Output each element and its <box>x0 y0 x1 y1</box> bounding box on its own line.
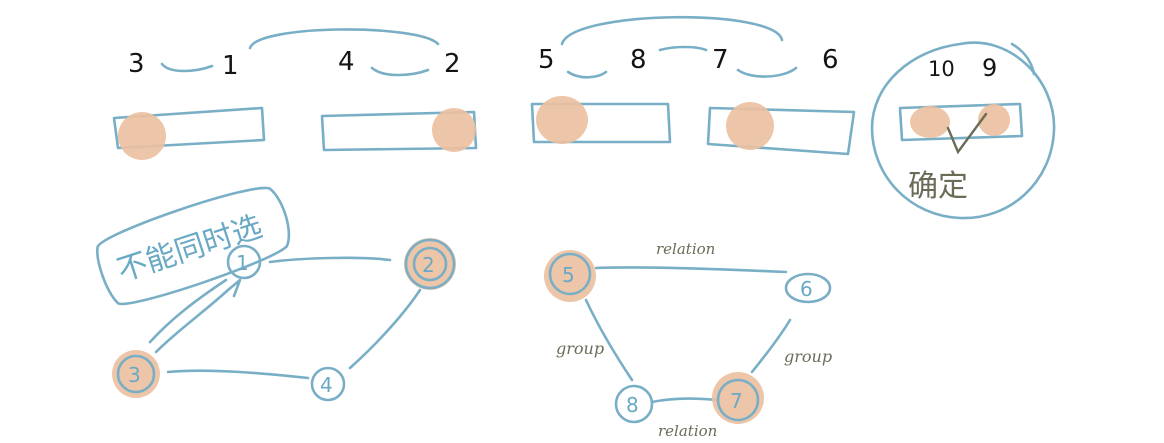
node-label-5: 5 <box>562 263 575 287</box>
node-5 <box>548 252 592 296</box>
pair-box-10-9 <box>898 102 1024 142</box>
node-label-1: 1 <box>236 251 249 275</box>
highlight-left-box1 <box>118 112 166 160</box>
arrow-head-icon <box>226 278 242 298</box>
highlight-node-2 <box>404 238 456 290</box>
node-7 <box>716 378 760 422</box>
seq-number-4: 4 <box>338 47 355 77</box>
pair-box-7-6 <box>706 106 856 156</box>
seq-number-5: 5 <box>538 45 555 75</box>
node-label-2: 2 <box>422 253 435 277</box>
seq-number-8: 8 <box>630 45 647 75</box>
check-mark-icon <box>946 112 988 155</box>
link-3-1 <box>160 62 214 73</box>
highlight-left-box3 <box>536 96 588 144</box>
confirm-circle <box>870 41 1056 220</box>
node-label-3: 3 <box>128 363 141 387</box>
edge-label-5-8: group <box>556 339 604 358</box>
edge-8-7 <box>650 397 718 404</box>
link-8-7 <box>658 45 708 52</box>
pair-box-4-2 <box>320 110 478 152</box>
edge-5-8 <box>584 298 634 382</box>
seq-number-10: 10 <box>928 57 955 81</box>
link-7-6 <box>736 66 798 78</box>
edge-2-4 <box>348 288 422 370</box>
edge-3-4 <box>166 369 310 380</box>
node-6 <box>784 272 832 304</box>
node-1 <box>226 244 262 280</box>
link-4-2 <box>370 66 430 77</box>
seq-number-3: 3 <box>128 49 145 79</box>
note-box <box>96 186 291 306</box>
node-label-8: 8 <box>626 393 639 417</box>
node-label-6: 6 <box>800 277 813 301</box>
node-4 <box>310 366 346 402</box>
arc-5-6 <box>560 15 784 46</box>
node-label-7: 7 <box>730 389 743 413</box>
highlight-left-box4 <box>726 102 774 150</box>
edge-6-7 <box>750 318 792 374</box>
edge-1-2 <box>268 256 392 264</box>
seq-number-2: 2 <box>444 49 461 79</box>
edge-3-1-a <box>154 288 230 354</box>
edge-label-8-7: relation <box>658 422 717 440</box>
pair-box-5-8 <box>530 102 672 144</box>
arc-1-2 <box>248 28 440 50</box>
seq-number-9: 9 <box>982 54 997 82</box>
highlight-left-box5 <box>910 106 950 138</box>
seq-number-1: 1 <box>222 51 239 81</box>
edge-label-5-6: relation <box>656 240 715 258</box>
node-2-inner <box>412 246 448 282</box>
note-group: 不能同时选 <box>96 186 291 306</box>
node-label-4: 4 <box>320 373 333 397</box>
highlight-right-box5 <box>978 104 1010 136</box>
seq-number-7: 7 <box>712 45 729 75</box>
edge-3-1-b <box>148 278 228 344</box>
highlight-right-box2 <box>432 108 476 152</box>
node-3 <box>116 354 156 394</box>
seq-number-6: 6 <box>822 45 839 75</box>
node-8 <box>614 384 654 424</box>
node-2 <box>404 238 456 290</box>
link-5-8 <box>566 70 608 79</box>
confirm-label: 确定 <box>908 169 968 204</box>
edge-5-6 <box>594 266 788 274</box>
edge-label-6-7: group <box>784 347 832 366</box>
pair-box-3-1 <box>112 106 266 150</box>
